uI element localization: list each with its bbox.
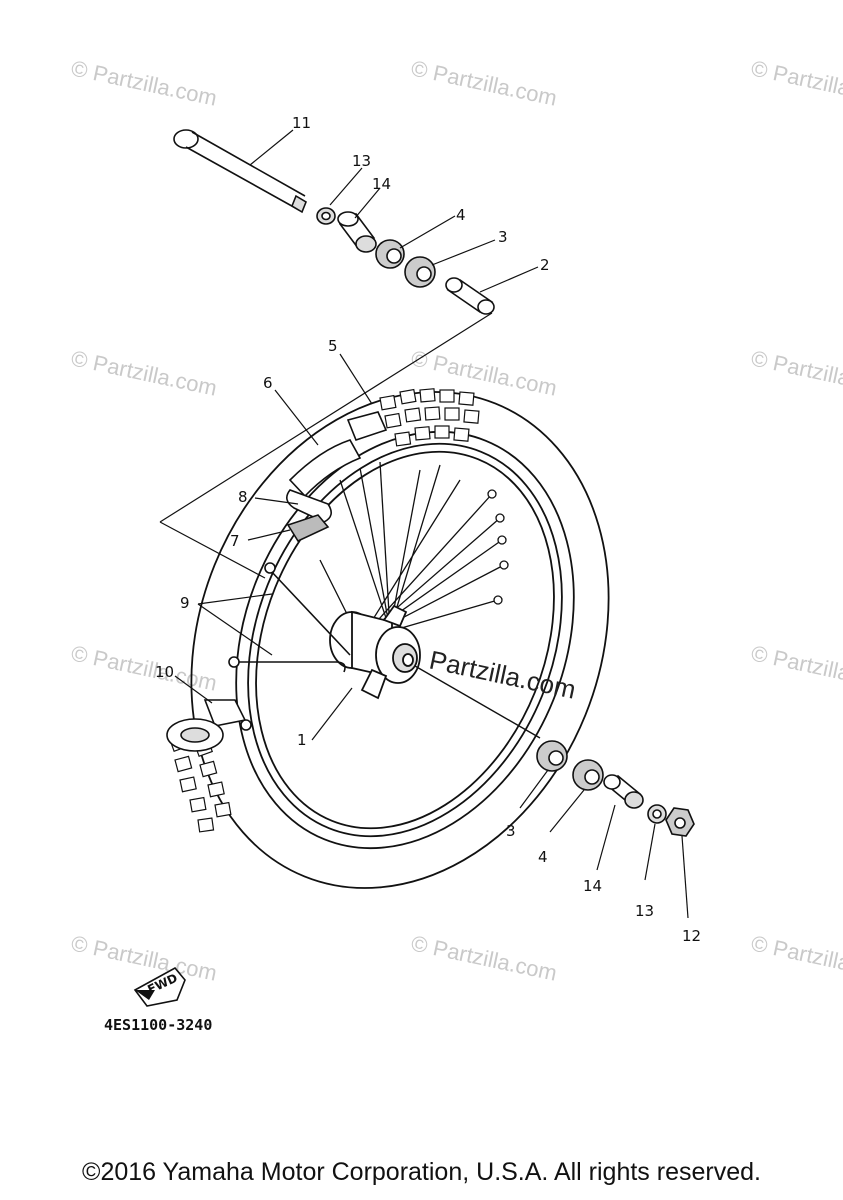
callout-label: 8	[238, 488, 248, 506]
bearing-part	[375, 239, 405, 269]
watermark-group: © Partzilla.com © Partzilla.com © Partzi…	[69, 55, 843, 985]
callout-label: 14	[583, 877, 602, 895]
watermark: © Partzilla.com	[69, 55, 219, 110]
forward-arrow-icon: FWD	[133, 966, 186, 1007]
leader-lines	[159, 129, 689, 919]
callout-label: 6	[263, 374, 273, 392]
callout-label: 3	[498, 228, 508, 246]
callout-label: 11	[292, 114, 311, 132]
spacer-part	[337, 211, 377, 253]
axle-part	[173, 129, 307, 214]
watermark: © Partzilla.com	[749, 55, 843, 110]
callout-label: 13	[352, 152, 371, 170]
gear-unit-part	[166, 699, 252, 752]
collar-part	[647, 804, 667, 824]
rim-band-part	[286, 489, 332, 543]
collar-part	[316, 207, 336, 225]
hub-spacer-part	[445, 277, 495, 315]
tire-part	[190, 391, 610, 889]
bearing-part	[404, 256, 436, 288]
callout-label: 10	[155, 663, 174, 681]
bearing-part	[572, 759, 604, 791]
watermark: © Partzilla.com	[749, 930, 843, 985]
watermark: © Partzilla.com	[409, 55, 559, 110]
tire-tread	[169, 388, 480, 833]
callout-labels: 11 13 14 4 3 2 5 6 8 7 9 10 1 3 4 14 13 …	[155, 114, 701, 945]
callout-label: 4	[538, 848, 548, 866]
diagram-code: 4ES1100-3240	[104, 1016, 212, 1034]
callout-label: 3	[506, 822, 516, 840]
axle-centerline	[414, 665, 541, 739]
watermark: © Partzilla.com	[69, 930, 219, 985]
spacer-part	[603, 774, 644, 809]
bearing-part	[536, 740, 568, 772]
watermark: © Partzilla.com	[69, 640, 219, 695]
callout-label: 1	[297, 731, 307, 749]
watermark: © Partzilla.com	[749, 640, 843, 695]
callout-label: 14	[372, 175, 391, 193]
watermark: © Partzilla.com	[409, 930, 559, 985]
watermark: © Partzilla.com	[69, 345, 219, 400]
copyright-notice: ©2016 Yamaha Motor Corporation, U.S.A. A…	[82, 1158, 761, 1186]
watermark: © Partzilla.com	[749, 345, 843, 400]
cable-part	[228, 562, 351, 673]
tube-part	[288, 411, 388, 498]
callout-label: 9	[180, 594, 190, 612]
hub-part	[329, 604, 421, 700]
nut-part	[665, 807, 695, 837]
callout-label: 7	[230, 532, 240, 550]
callout-label: 5	[328, 337, 338, 355]
callout-label: 13	[635, 902, 654, 920]
callout-label: 12	[682, 927, 701, 945]
callout-label: 2	[540, 256, 550, 274]
callout-label: 4	[456, 206, 466, 224]
